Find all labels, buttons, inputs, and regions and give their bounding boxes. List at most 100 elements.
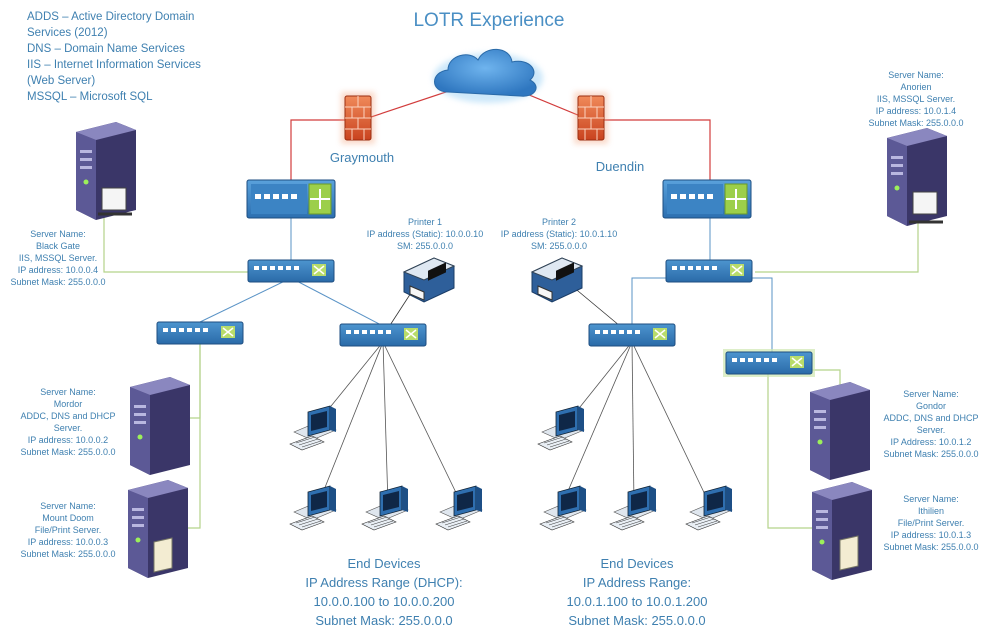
site-label-left: Graymouth (330, 150, 394, 165)
label-line: Printer 2 (542, 217, 576, 227)
lan-link (199, 277, 292, 323)
label-line: IP address: 10.0.0.3 (28, 537, 108, 547)
lan-link (720, 277, 773, 356)
label-line: File/Print Server. (898, 518, 965, 528)
label-line: Mount Doom (42, 513, 94, 523)
server-label-mordor: Server Name: Mordor ADDC, DNS and DHCP S… (20, 387, 115, 457)
internet-cloud-icon (433, 48, 543, 103)
label-line: IP address: 10.0.1.3 (891, 530, 971, 540)
printer-icon (530, 257, 584, 303)
wan-link-left (290, 77, 489, 185)
label-line: SM: 255.0.0.0 (531, 241, 587, 251)
server-label-anorien: Server Name: Anorien IIS, MSSQL Server. … (868, 70, 963, 128)
server-icon (76, 122, 136, 220)
label-line: Subnet Mask: 255.0.0.0 (10, 277, 105, 287)
label-line: Server Name: (903, 389, 959, 399)
server-link (767, 372, 820, 529)
label-line: IP address: 10.0.0.4 (18, 265, 98, 275)
server-icon (128, 480, 188, 578)
firewall-icon (341, 92, 375, 144)
legend-line: (Web Server) (27, 75, 95, 87)
label-line: ADDC, DNS and DHCP (20, 411, 115, 421)
router-icon (662, 179, 752, 219)
label-line: Ithilien (918, 506, 944, 516)
label-line: 10.0.1.100 to 10.0.1.200 (567, 594, 708, 609)
pc-icon (361, 485, 409, 531)
server-label-black-gate: Server Name: Black Gate IIS, MSSQL Serve… (10, 229, 105, 287)
printer-icon (402, 257, 456, 303)
label-line: IP Address: 10.0.1.2 (891, 437, 972, 447)
label-line: Server Name: (903, 494, 959, 504)
label-line: IIS, MSSQL Server. (877, 94, 955, 104)
label-line: IIS, MSSQL Server. (19, 253, 97, 263)
router-icon (246, 179, 336, 219)
label-line: Subnet Mask: 255.0.0.0 (883, 449, 978, 459)
label-line: Server Name: (888, 70, 944, 80)
label-line: IP Address Range: (583, 575, 691, 590)
legend: ADDS – Active Directory Domain Services … (27, 11, 201, 103)
server-label-gondor: Server Name: Gondor ADDC, DNS and DHCP S… (883, 389, 978, 459)
device-link (317, 341, 384, 506)
server-icon (812, 482, 872, 580)
label-line: Subnet Mask: 255.0.0.0 (20, 447, 115, 457)
label-line: Gondor (916, 401, 946, 411)
label-line: ADDC, DNS and DHCP (883, 413, 978, 423)
label-line: SM: 255.0.0.0 (397, 241, 453, 251)
switch-icon (665, 259, 753, 283)
label-line: Server. (917, 425, 946, 435)
legend-line: IIS – Internet Information Services (27, 59, 201, 71)
label-line: End Devices (601, 556, 674, 571)
server-label-mount-doom: Server Name: Mount Doom File/Print Serve… (20, 501, 115, 559)
server-icon (130, 377, 190, 475)
switch-icon (247, 259, 335, 283)
label-line: Black Gate (36, 241, 80, 251)
lan-link (290, 277, 384, 327)
label-line: IP address: 10.0.0.2 (28, 435, 108, 445)
label-line: Subnet Mask: 255.0.0.0 (568, 613, 705, 628)
label-line: File/Print Server. (35, 525, 102, 535)
wan-link-right (487, 77, 711, 185)
server-icon (810, 382, 870, 480)
site-label-right: Duendin (596, 159, 644, 174)
label-line: IP Address Range (DHCP): (305, 575, 462, 590)
printer-label-2: Printer 2 IP address (Static): 10.0.1.10… (501, 217, 617, 251)
pc-icon (435, 485, 483, 531)
label-line: Server. (54, 423, 83, 433)
legend-line: DNS – Domain Name Services (27, 43, 185, 55)
links (103, 71, 919, 529)
device-link (382, 341, 389, 506)
pc-icon (537, 405, 585, 451)
label-line: IP address (Static): 10.0.0.10 (367, 229, 483, 239)
label-line: Subnet Mask: 255.0.0.0 (868, 118, 963, 128)
switch-icon (156, 321, 244, 345)
server-icon (887, 128, 947, 226)
pc-icon (289, 405, 337, 451)
pc-icon (289, 485, 337, 531)
pc-icon (539, 485, 587, 531)
label-line: Server Name: (40, 387, 96, 397)
device-link (631, 341, 711, 506)
page-title: LOTR Experience (413, 10, 564, 31)
label-line: Subnet Mask: 255.0.0.0 (20, 549, 115, 559)
server-label-ithilien: Server Name: Ithilien File/Print Server.… (883, 494, 978, 552)
device-link (631, 341, 635, 506)
end-devices-label-right: End Devices IP Address Range: 10.0.1.100… (567, 556, 708, 628)
legend-line: ADDS – Active Directory Domain (27, 11, 194, 23)
lan-link (631, 277, 700, 326)
switch-icon (588, 323, 676, 347)
label-line: Server Name: (40, 501, 96, 511)
label-line: IP address (Static): 10.0.1.10 (501, 229, 617, 239)
device-link (561, 341, 633, 506)
label-line: Anorien (900, 82, 931, 92)
label-line: 10.0.0.100 to 10.0.0.200 (314, 594, 455, 609)
label-line: Printer 1 (408, 217, 442, 227)
label-line: Mordor (54, 399, 83, 409)
pc-icon (685, 485, 733, 531)
server-link (185, 340, 201, 529)
switch-icon (723, 349, 815, 377)
end-devices (289, 405, 733, 531)
label-line: Subnet Mask: 255.0.0.0 (883, 542, 978, 552)
end-devices-label-left: End Devices IP Address Range (DHCP): 10.… (305, 556, 462, 628)
